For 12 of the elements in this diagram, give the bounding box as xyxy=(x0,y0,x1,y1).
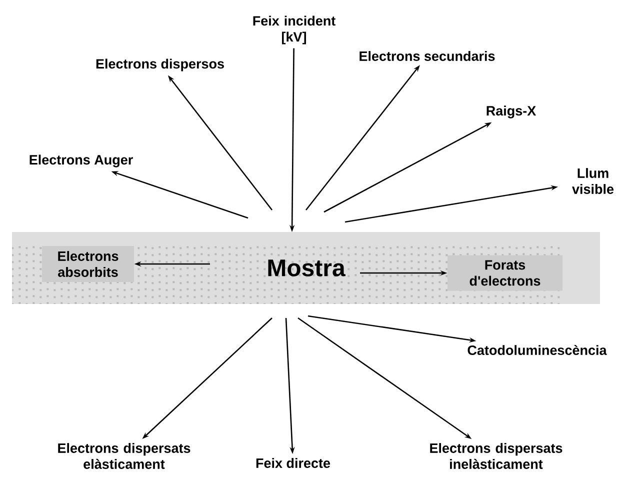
signal-label: Electrons dispersats elàsticament xyxy=(58,443,190,469)
signal-label: Electrons secundaris xyxy=(360,51,495,61)
label-box: Electrons absorbits xyxy=(42,246,134,282)
signal-label: Electrons dispersos xyxy=(96,58,224,72)
label-box: Forats d'electrons xyxy=(448,255,562,291)
signal-label: Catodoluminescència xyxy=(468,344,607,355)
signal-label: Feix incident [kV] xyxy=(253,16,336,44)
signal-label: Raigs-X xyxy=(486,106,536,118)
signal-label: Llum visible xyxy=(572,168,614,194)
signal-label: Electrons Auger xyxy=(30,154,133,168)
signal-label: Feix directe xyxy=(256,458,330,468)
signal-label: Electrons dispersats inelàsticament xyxy=(430,443,562,469)
